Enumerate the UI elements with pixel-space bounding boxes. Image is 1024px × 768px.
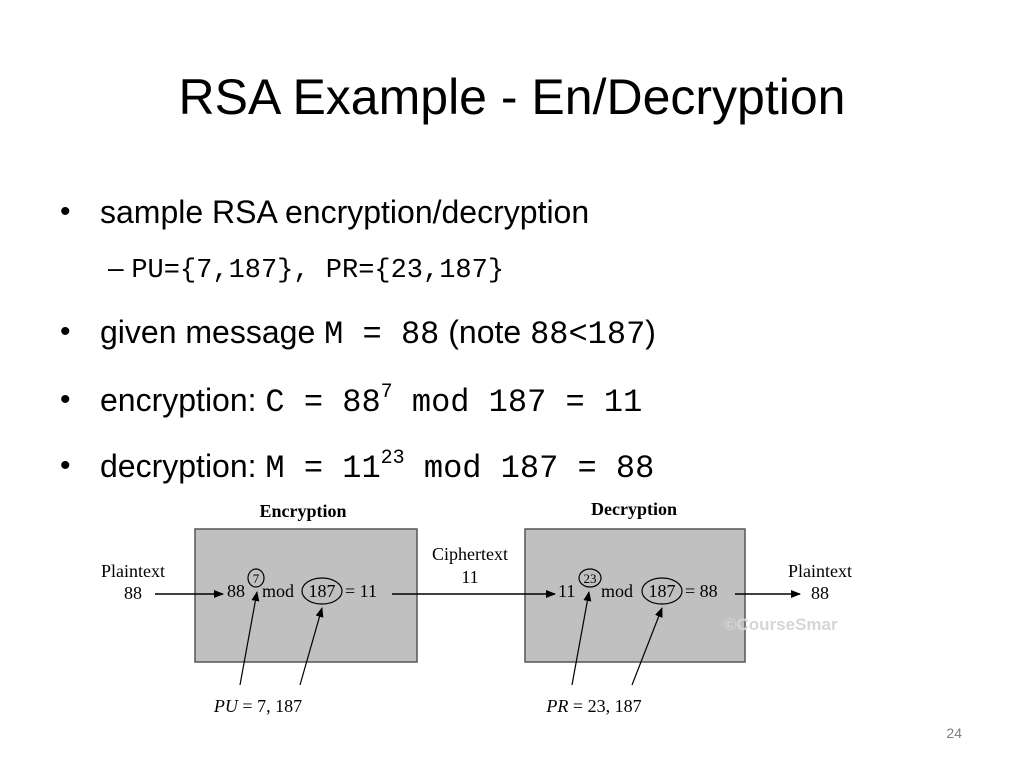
pu-arrow-n [299,607,324,686]
dec-n-circle [641,577,683,605]
message-value: M = 88 [324,316,440,353]
encryption-rest: mod 187 = 11 [392,384,643,421]
rsa-diagram: Encryption Decryption Plaintext 88 88 7 … [101,499,852,716]
enc-base: 88 [227,581,245,601]
dec-exp: 23 [584,571,597,586]
encryption-base: C = 88 [265,384,381,421]
bullet-4-text: decryption: M = 1123 mod 187 = 88 [100,444,654,491]
dec-n: 187 [649,581,676,601]
pu-label: PU = 7, 187 [213,696,302,716]
encryption-exponent: 7 [380,381,393,404]
decryption-formula: M = 1123 mod 187 = 88 [265,447,655,488]
plaintext-in-value: 88 [124,583,142,603]
bullet-dot: • [60,195,71,228]
bullet-1-text: sample RSA encryption/decryption [100,194,590,230]
decryption-title: Decryption [591,499,677,519]
decryption-label: decryption: [100,448,266,484]
note-open: (note [439,314,531,350]
encryption-formula: C = 887 mod 187 = 11 [265,381,643,422]
enc-exp: 7 [253,571,260,586]
bullet-dot: • [60,449,71,482]
bullet-dot: • [60,315,71,348]
watermark: ©CourseSmar [724,615,838,634]
pu-arrow-exp [239,591,260,686]
bullet-3-text: encryption: C = 887 mod 187 = 11 [100,378,642,425]
ciphertext-label: Ciphertext [432,544,508,564]
encryption-title: Encryption [259,501,346,521]
enc-mod: mod [262,581,294,601]
encryption-label: encryption: [100,382,266,418]
note-close: ) [645,314,656,350]
plaintext-in-label: Plaintext [101,561,165,581]
dec-mod: mod [601,581,633,601]
enc-n-circle [301,577,343,605]
ciphertext-value: 11 [461,567,478,587]
pr-arrow-n [631,607,663,686]
sub-bullet-1: – PU={7,187}, PR={23,187} [108,246,504,293]
bullet-2-label: given message [100,314,325,350]
pr-arrow-exp [571,591,592,686]
dec-base: 11 [558,581,575,601]
bullet-2-text: given message M = 88 (note 88<187) [100,310,656,357]
bullet-dot: • [60,383,71,416]
note-value: 88<187 [530,316,646,353]
decryption-rest: mod 187 = 88 [404,450,655,487]
slide-number: 24 [946,725,962,741]
enc-result: = 11 [345,581,377,601]
decryption-exponent: 23 [380,447,405,470]
key-pair-text: PU={7,187}, PR={23,187} [131,256,505,286]
dec-exp-circle [578,568,602,588]
slide-title: RSA Example - En/Decryption [178,69,846,125]
pr-label: PR = 23, 187 [545,696,641,716]
plaintext-out-label: Plaintext [788,561,852,581]
enc-exp-circle [247,568,265,588]
plaintext-out-value: 88 [811,583,829,603]
decryption-base: M = 11 [265,450,381,487]
sub-bullet-dash: – [108,252,124,283]
enc-n: 187 [309,581,336,601]
dec-result: = 88 [685,581,718,601]
decryption-box [524,528,746,663]
